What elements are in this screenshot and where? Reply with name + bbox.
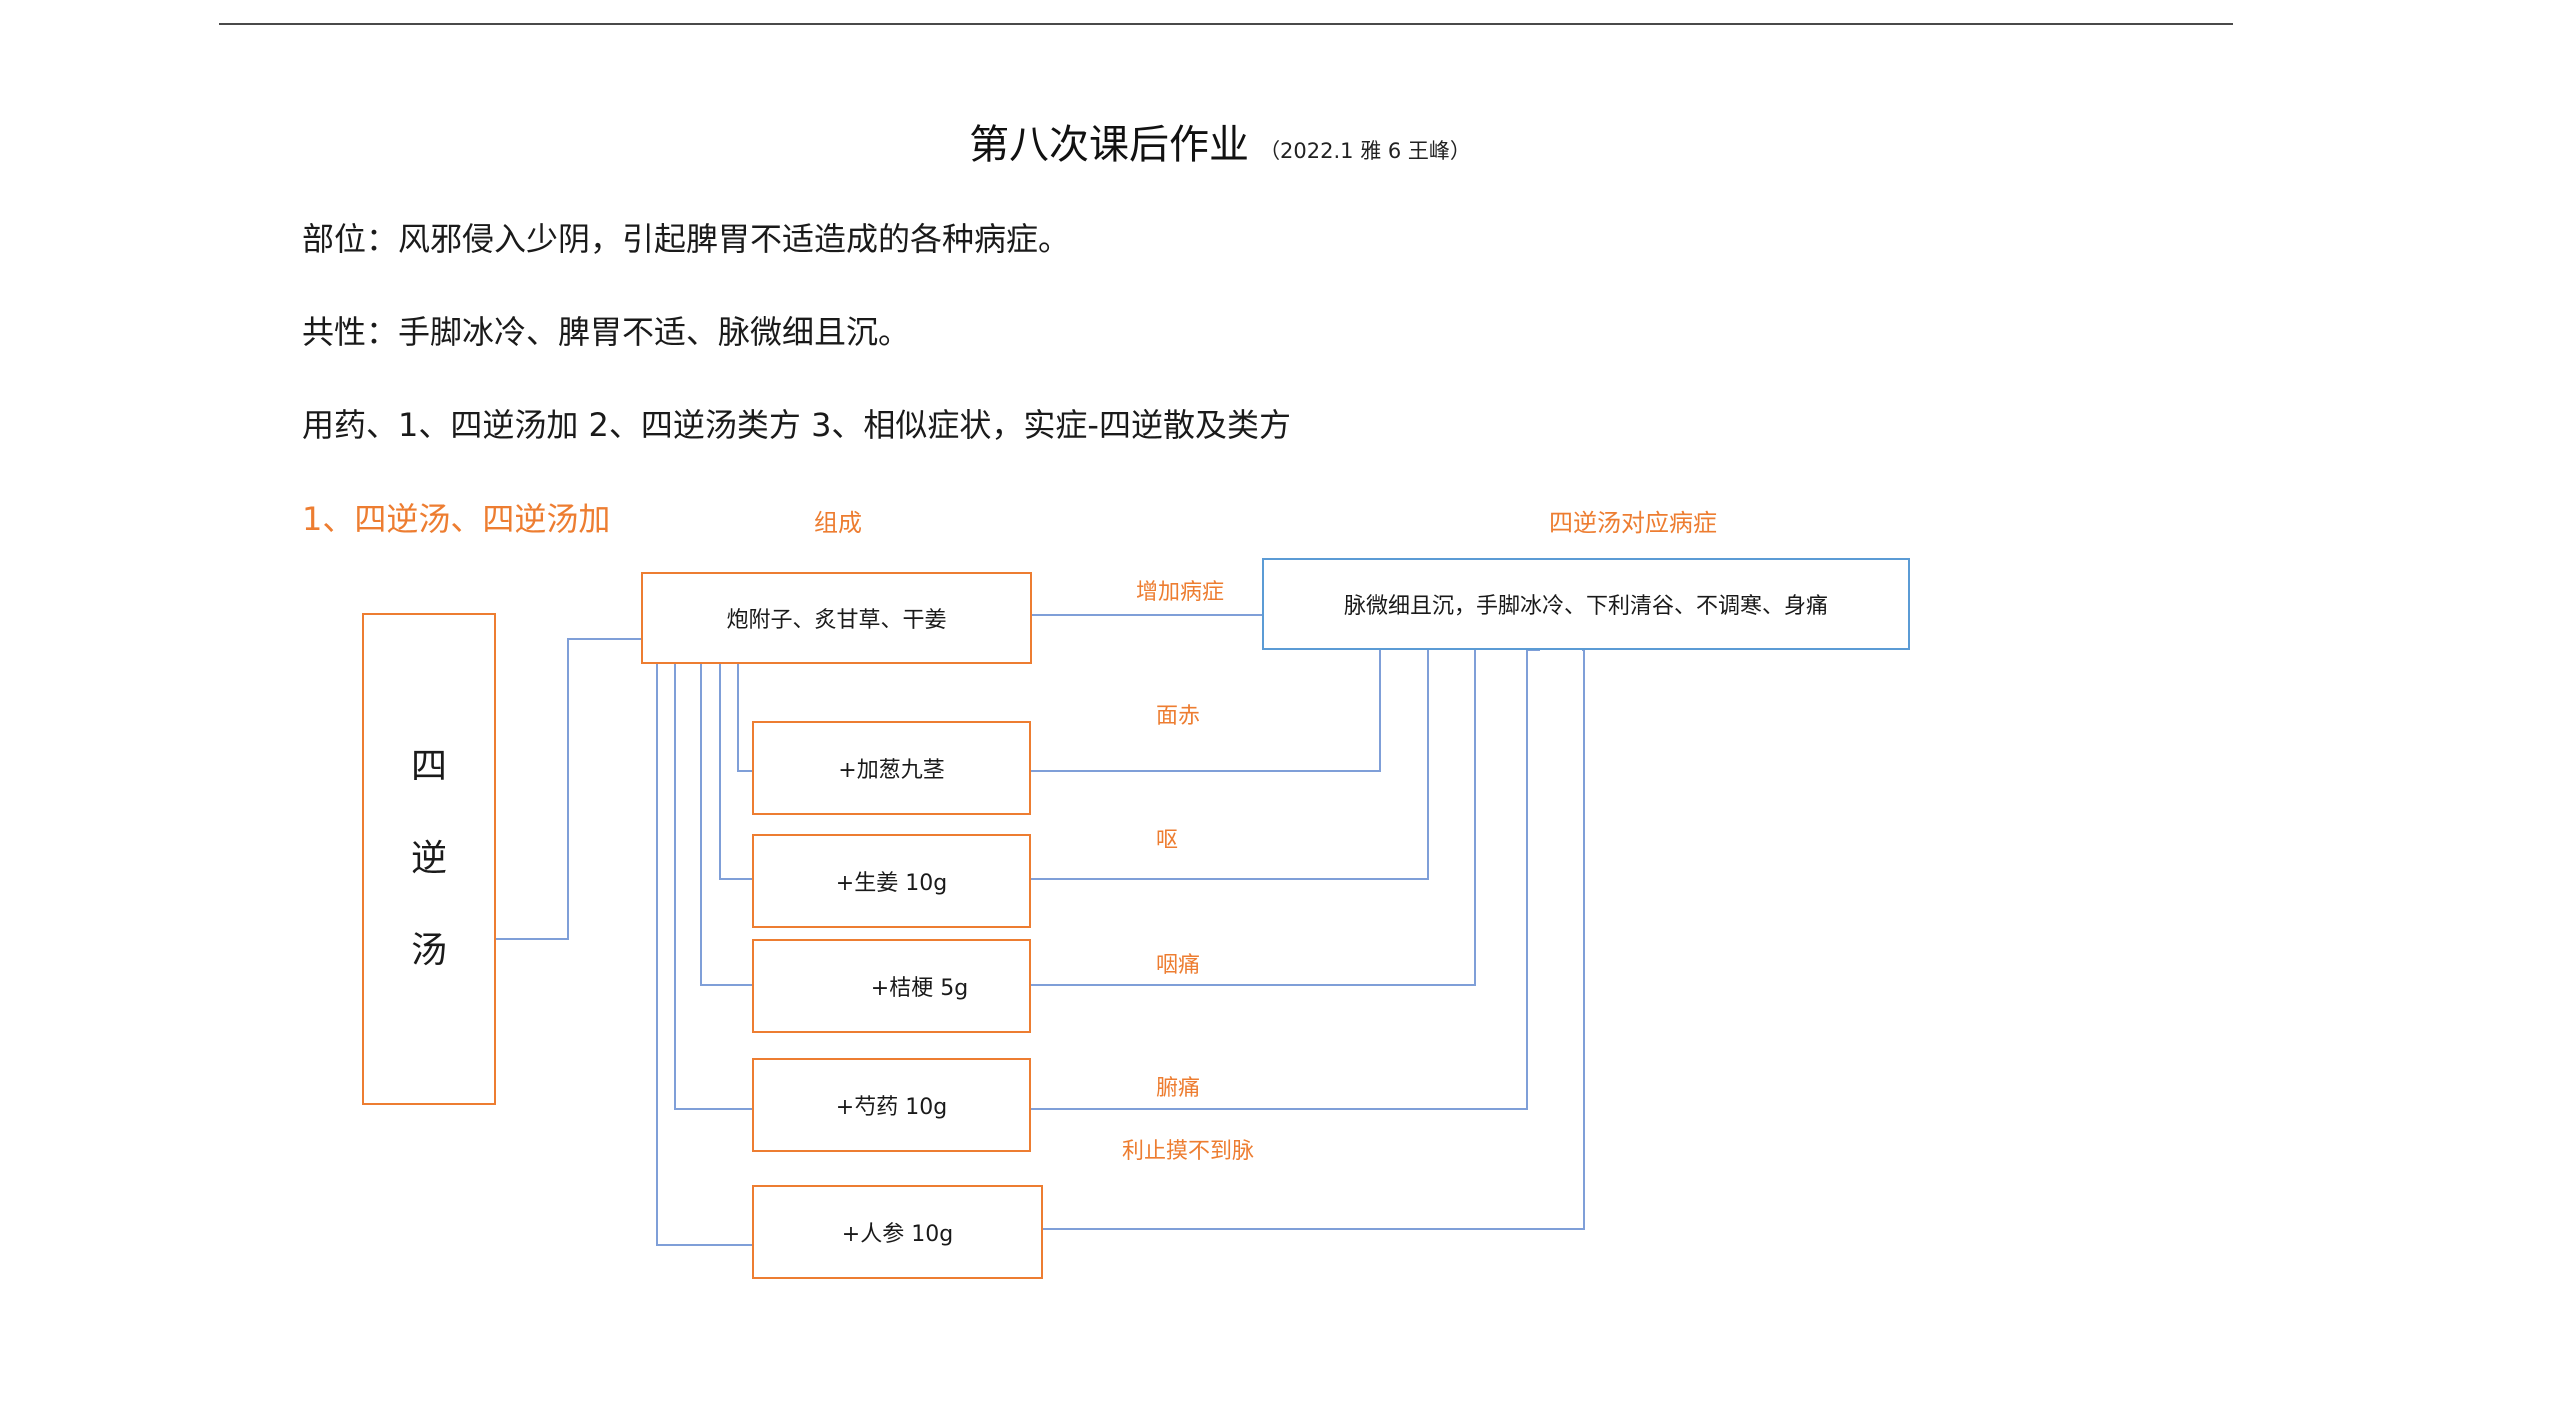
edge-label-added-symptoms: 增加病症: [1136, 580, 1225, 605]
addition-symptom-1: 面赤: [1156, 704, 1201, 729]
addition-symptom-2: 呕: [1156, 828, 1179, 853]
connector-add-5-to-symptoms: [1043, 649, 1585, 1230]
connector-base-to-add-2: [719, 664, 752, 880]
addition-box-2: +生姜 10g: [752, 834, 1031, 928]
addition-box-4: +芍药 10g: [752, 1058, 1031, 1152]
addition-box-3: +桔梗 5g: [752, 939, 1031, 1033]
addition-symptom-3: 咽痛: [1156, 953, 1201, 978]
root-formula-box: 四 逆 汤: [362, 613, 496, 1105]
connector-add-1-to-symptoms: [1031, 650, 1381, 772]
section-heading: 1、四逆汤、四逆汤加: [302, 500, 611, 538]
base-formula-box: 炮附子、炙甘草、干姜: [641, 572, 1032, 664]
paragraph-common-traits: 共性：手脚冰冷、脾胃不适、脉微细且沉。: [302, 313, 911, 351]
addition-label-4: +芍药 10g: [835, 1095, 948, 1120]
document-title: 第八次课后作业: [969, 122, 1250, 168]
document-title-note: （2022.1 雅 6 王峰）: [1259, 139, 1471, 163]
addition-symptom-4: 腑痛: [1156, 1076, 1201, 1101]
base-formula-text: 炮附子、炙甘草、干姜: [726, 608, 947, 633]
connector-add-2-to-symptoms: [1031, 650, 1429, 880]
paragraph-location: 部位：风邪侵入少阴，引起脾胃不适造成的各种病症。: [302, 220, 1071, 258]
connector-add-4-to-symptoms: [1031, 649, 1540, 1110]
connector-base-to-add-5: [656, 664, 752, 1246]
symptoms-box: 脉微细且沉，手脚冰冷、下利清谷、不调寒、身痛: [1262, 558, 1910, 650]
addition-label-5: +人参 10g: [841, 1222, 954, 1247]
symptoms-text: 脉微细且沉，手脚冰冷、下利清谷、不调寒、身痛: [1343, 594, 1828, 619]
connector-base-to-add-4: [674, 664, 752, 1110]
connector-base-to-add-1: [737, 664, 752, 772]
root-char-1: 四: [410, 746, 447, 787]
title-block: 第八次课后作业 （2022.1 雅 6 王峰）: [0, 112, 2440, 170]
addition-label-2: +生姜 10g: [835, 871, 948, 896]
paragraph-medication: 用药、1、四逆汤加 2、四逆汤类方 3、相似症状，实症-四逆散及类方: [302, 406, 1291, 444]
addition-box-1: +加葱九茎: [752, 721, 1031, 815]
addition-label-1: +加葱九茎: [838, 758, 945, 783]
connector-add-3-to-symptoms: [1031, 650, 1476, 986]
root-char-3: 汤: [410, 930, 447, 971]
connector-root-to-base: [496, 638, 641, 940]
addition-label-3: +桔梗 5g: [870, 976, 969, 1001]
addition-symptom-5: 利止摸不到脉: [1122, 1139, 1255, 1164]
header-rule: [219, 23, 2233, 25]
column-label-symptoms: 四逆汤对应病症: [1549, 509, 1717, 537]
root-char-2: 逆: [410, 838, 447, 879]
connector-base-to-add-3: [700, 664, 752, 986]
addition-box-5: +人参 10g: [752, 1185, 1043, 1279]
column-label-composition: 组成: [814, 509, 862, 537]
